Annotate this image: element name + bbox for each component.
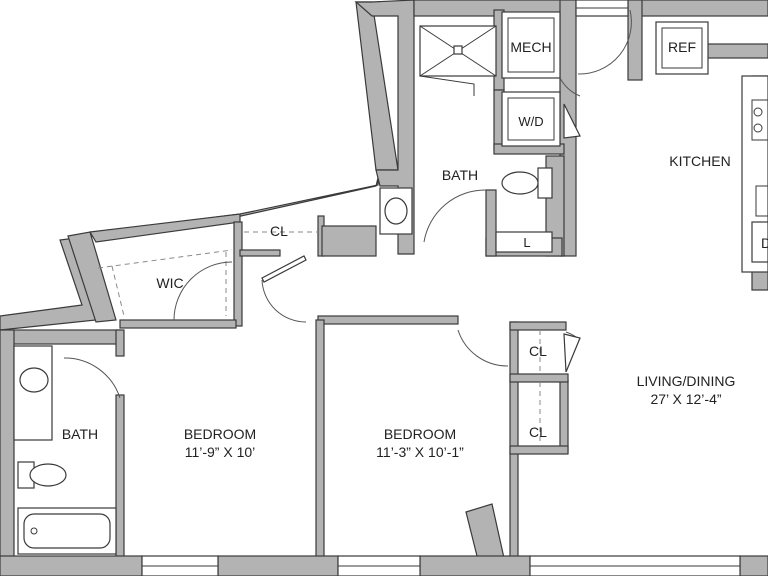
label-mech: MECH <box>510 39 551 55</box>
label-cl-mid2: CL <box>529 424 547 440</box>
label-dishwasher-partial: D <box>761 235 768 251</box>
toilet-bath-top <box>537 167 553 199</box>
wall-bath-left-west <box>0 329 15 576</box>
wall-mech-box <box>321 225 377 257</box>
door-swing-bath-top <box>423 189 487 243</box>
label-bedroom1-name: BEDROOM <box>184 426 256 442</box>
wall-closet-bottom <box>509 445 569 455</box>
linen-closet <box>495 231 553 253</box>
wall-wic-top <box>89 213 241 243</box>
label-bedroom1-dim: 11’-9” X 10’ <box>185 444 256 460</box>
mech-closet <box>501 11 561 79</box>
door-swing-closet <box>565 331 581 341</box>
door-swing-wic <box>173 261 233 321</box>
wall-bottom-mid2 <box>419 555 531 576</box>
wall-bottom-right <box>739 555 768 576</box>
wall-top-ref <box>627 0 768 17</box>
label-linen: L <box>523 235 530 250</box>
door-swing-bedroom2 <box>457 329 509 367</box>
label-bath-top: BATH <box>442 167 478 183</box>
wall-closet-col-east <box>559 379 569 453</box>
label-living-name: LIVING/DINING <box>637 373 736 389</box>
refrigerator <box>655 21 709 75</box>
label-bedroom2-name: BEDROOM <box>384 426 456 442</box>
wall-bedroom-divider <box>315 319 325 576</box>
wic-shelf <box>97 249 233 269</box>
wall-bath-left-top <box>0 329 121 345</box>
wall-bedroom1-top <box>119 319 237 329</box>
label-cl-top: CL <box>270 223 288 239</box>
label-wic: WIC <box>156 275 183 291</box>
wall-closet-mid <box>509 373 569 383</box>
wall-cl-south <box>239 249 281 257</box>
vanity-bath-left <box>13 345 53 441</box>
wall-bottom-left <box>0 555 143 576</box>
door-swing-kitchen <box>577 9 632 75</box>
label-cl-mid1: CL <box>529 343 547 359</box>
label-kitchen: KITCHEN <box>669 153 730 169</box>
door-swing-mech <box>559 77 581 97</box>
exterior-wall-upper-left <box>0 1 399 331</box>
washer-dryer <box>501 91 561 147</box>
wall-closet-top <box>509 321 567 331</box>
label-wd: W/D <box>518 114 543 129</box>
wall-kitchen-counter <box>701 43 768 59</box>
wall-bath-stub <box>485 189 497 257</box>
label-bedroom2-dim: 11’-3” X 10’-1” <box>376 444 464 460</box>
door-swing-bath-left <box>63 357 121 399</box>
wall-bottom-mid1 <box>217 555 339 576</box>
exterior-wall-slant-west <box>67 231 117 323</box>
wall-bedroom2-top <box>317 315 459 325</box>
label-ref: REF <box>668 39 696 55</box>
wall-bath-left-east <box>115 329 125 357</box>
dishwasher <box>751 221 768 263</box>
door-swing-cl <box>261 279 307 323</box>
label-bath-left: BATH <box>62 426 98 442</box>
wall-bath-left-east-lower <box>115 394 125 576</box>
label-living-dim: 27’ X 12’-4” <box>650 391 721 407</box>
wall-cl-west <box>233 221 243 327</box>
